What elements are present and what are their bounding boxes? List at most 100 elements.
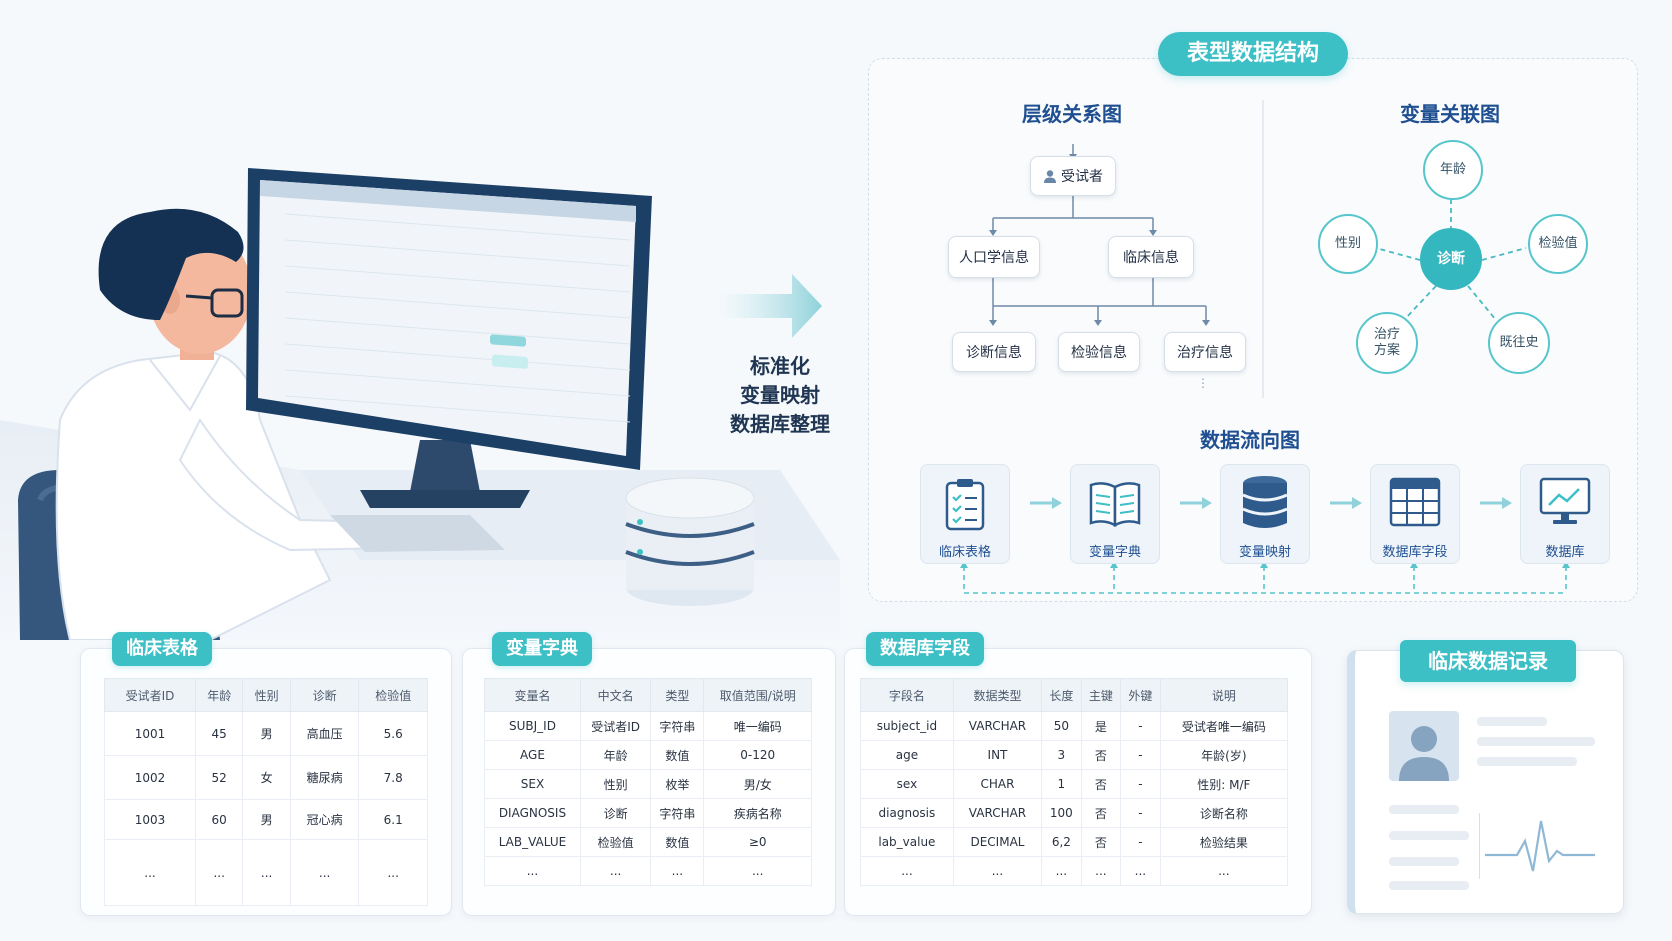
column-header: 性别 — [242, 678, 291, 712]
table-cell: 1001 — [104, 711, 196, 756]
variable-node-history: 既往史 — [1488, 312, 1550, 374]
db-fields-title: 数据库字段 — [866, 632, 984, 666]
table-cell: diagnosis — [860, 798, 954, 828]
table-cell: ... — [650, 856, 705, 886]
clipboard-icon — [945, 479, 985, 531]
flow-title: 数据流向图 — [1200, 428, 1300, 452]
record-line — [1477, 757, 1577, 766]
table-cell: CHAR — [952, 769, 1043, 799]
table-cell: 否 — [1080, 798, 1122, 828]
table-cell: 否 — [1080, 740, 1122, 770]
hierarchy-node-treatment: 治疗信息 — [1164, 332, 1246, 372]
table-cell: 受试者唯一编码 — [1159, 711, 1289, 741]
flow-step-mapping: 变量映射 — [1220, 464, 1310, 564]
table-cell: 0-120 — [703, 740, 812, 770]
column-header: 类型 — [650, 678, 705, 712]
structure-title: 表型数据结构 — [1158, 32, 1348, 76]
table-cell: 字符串 — [650, 711, 705, 741]
column-header: 主键 — [1080, 678, 1122, 712]
flow-step-label-3: 变量映射 — [1238, 545, 1291, 560]
table-cell: 50 — [1041, 711, 1082, 741]
illustration-scene — [0, 168, 840, 640]
table-cell: ... — [579, 856, 652, 886]
table-cell: 冠心病 — [289, 799, 360, 840]
table-cell: 性别: M/F — [1159, 769, 1289, 799]
table-cell: 1003 — [104, 799, 196, 840]
record-line — [1389, 881, 1469, 890]
table-header-row: 字段名数据类型长度主键外键说明 — [860, 678, 1289, 712]
table-cell: 字符串 — [650, 798, 705, 828]
flow-step-clinical-table: 临床表格 — [920, 464, 1010, 564]
table-cell: AGE — [484, 740, 581, 770]
variable-node-sex: 性别 — [1318, 214, 1378, 274]
column-header: 变量名 — [484, 678, 581, 712]
table-cell: 1002 — [104, 755, 196, 800]
table-cell: 3 — [1041, 740, 1082, 770]
table-cell: 男 — [242, 799, 291, 840]
table-cell: ... — [1080, 856, 1122, 886]
table-cell: VARCHAR — [952, 798, 1043, 828]
column-header: 说明 — [1159, 678, 1289, 712]
table-cell: ≥0 — [703, 827, 812, 857]
hierarchy-title: 层级关系图 — [1022, 102, 1122, 126]
column-header: 受试者ID — [104, 678, 196, 712]
clinical-table-title: 临床表格 — [112, 632, 212, 666]
table-cell: 糖尿病 — [289, 755, 360, 800]
table-cell: sex — [860, 769, 954, 799]
column-header: 字段名 — [860, 678, 954, 712]
table-cell: LAB_VALUE — [484, 827, 581, 857]
table-cell: - — [1120, 740, 1161, 770]
table-cell: 男/女 — [703, 769, 812, 799]
table-cell: ... — [1120, 856, 1161, 886]
process-line-3: 数据库整理 — [730, 412, 830, 436]
table-cell: 高血压 — [289, 711, 360, 756]
table-cell: 52 — [194, 755, 244, 800]
table-cell: INT — [952, 740, 1043, 770]
table-cell: ... — [484, 856, 581, 886]
table-cell: SEX — [484, 769, 581, 799]
column-header: 取值范围/说明 — [703, 678, 812, 712]
structure-connectors — [960, 100, 1570, 594]
column-header: 数据类型 — [952, 678, 1043, 712]
table-cell: lab_value — [860, 827, 954, 857]
variables-title: 变量关联图 — [1400, 102, 1500, 126]
table-cell: 男 — [242, 711, 291, 756]
flow-step-dictionary: 变量字典 — [1070, 464, 1160, 564]
column-header: 长度 — [1041, 678, 1082, 712]
column-header: 中文名 — [579, 678, 652, 712]
table-row: .................. — [860, 856, 1289, 886]
table-cell: 否 — [1080, 827, 1122, 857]
table-cell: - — [1120, 798, 1161, 828]
record-line — [1389, 857, 1459, 866]
column-header: 外键 — [1120, 678, 1161, 712]
table-cell: ... — [1041, 856, 1082, 886]
variable-node-lab: 检验值 — [1528, 214, 1588, 274]
clinical-record-card — [1347, 650, 1624, 914]
variable-center-node: 诊断 — [1420, 228, 1482, 290]
table-cell: 诊断名称 — [1159, 798, 1289, 828]
table-cell: SUBJ_ID — [484, 711, 581, 741]
record-title: 临床数据记录 — [1400, 640, 1576, 682]
flow-step-database: 数据库 — [1520, 464, 1610, 564]
table-cell: 60 — [194, 799, 244, 840]
flow-step-label-4: 数据库字段 — [1382, 545, 1448, 560]
table-cell: 6.1 — [358, 799, 428, 840]
table-cell: ... — [703, 856, 812, 886]
table-cell: ... — [860, 856, 954, 886]
table-cell: ... — [358, 839, 428, 906]
table-row: ............... — [104, 839, 428, 906]
table-cell: age — [860, 740, 954, 770]
column-header: 检验值 — [358, 678, 428, 712]
table-cell: 数值 — [650, 827, 705, 857]
table-cell: ... — [242, 839, 291, 906]
